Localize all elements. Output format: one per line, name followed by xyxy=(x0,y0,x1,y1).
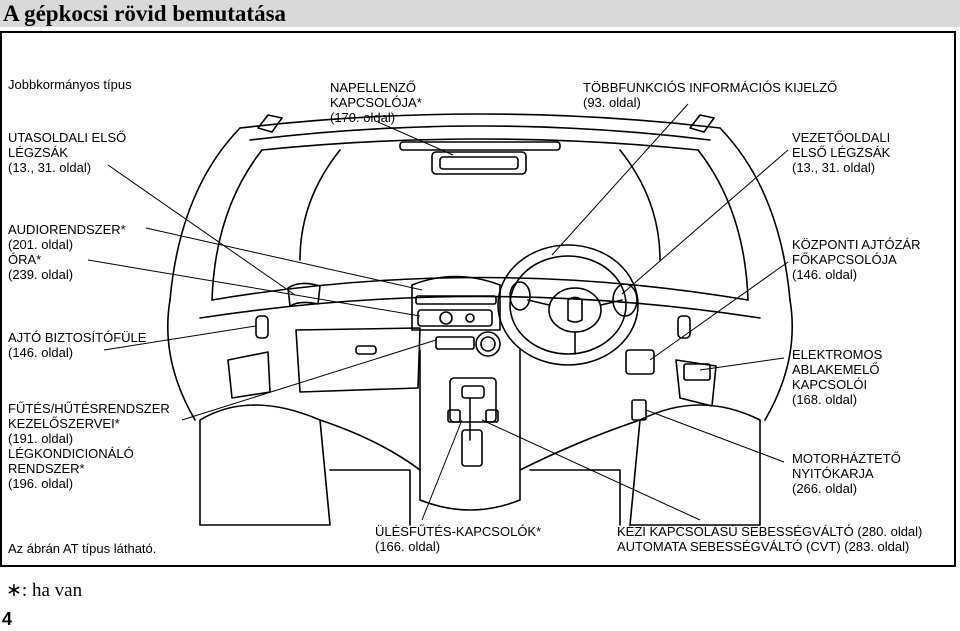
page-title: A gépkocsi rövid bemutatása xyxy=(3,1,287,26)
diagram-note: Az ábrán AT típus látható. xyxy=(8,541,157,556)
heating-cooling-label: FŰTÉS/HŰTÉSRENDSZER KEZELŐSZERVEI* (191.… xyxy=(8,401,170,491)
diagram-frame xyxy=(0,31,956,567)
passenger-airbag-label: UTASOLDALI ELSŐ LÉGZSÁK (13., 31. oldal) xyxy=(8,130,127,175)
door-lock-tab-label: AJTÓ BIZTOSÍTÓFÜLE (146. oldal) xyxy=(8,330,147,360)
central-lock-label: KÖZPONTI AJTÓZÁR FŐKAPCSOLÓJA (146. olda… xyxy=(792,237,921,282)
footnote: ∗: ha van xyxy=(6,580,83,601)
audio-clock-label: AUDIORENDSZER* (201. oldal) ÓRA* (239. o… xyxy=(8,222,126,282)
page-number: 4 xyxy=(2,609,13,629)
variant-label: Jobbkormányos típus xyxy=(8,77,132,92)
title-bar xyxy=(0,0,960,27)
multi-info-display-label: TÖBBFUNKCIÓS INFORMÁCIÓS KIJELZŐ (93. ol… xyxy=(583,80,838,110)
driver-airbag-label: VEZETŐOLDALI ELSŐ LÉGZSÁK (13., 31. olda… xyxy=(792,130,891,175)
seat-heater-label: ÜLÉSFŰTÉS-KAPCSOLÓK* (166. oldal) xyxy=(375,524,542,554)
power-windows-label: ELEKTROMOS ABLAKEMELŐ KAPCSOLÓI (168. ol… xyxy=(792,347,883,407)
transmission-label: KÉZI KAPCSOLÁSÚ SEBESSÉGVÁLTÓ (280. olda… xyxy=(617,524,923,554)
hood-release-label: MOTORHÁZTETŐ NYITÓKARJA (266. oldal) xyxy=(792,451,901,496)
sun-visor-switch-label: NAPELLENZŐ KAPCSOLÓJA* (170. oldal) xyxy=(330,80,422,125)
